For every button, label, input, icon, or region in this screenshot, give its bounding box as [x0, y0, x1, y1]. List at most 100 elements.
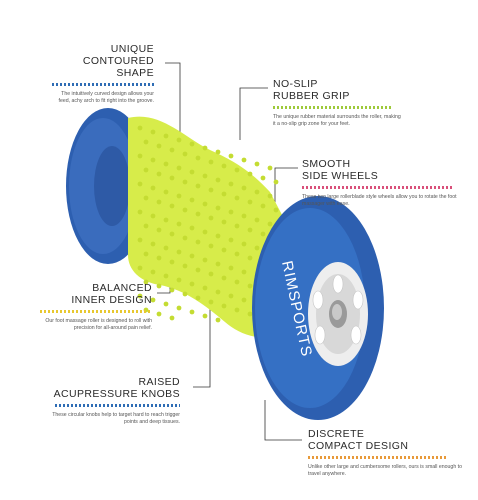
acupressure-knob: [189, 169, 195, 175]
acupressure-knob: [202, 313, 208, 319]
acupressure-knob: [254, 189, 260, 195]
feature-side-wheels: SMOOTH SIDE WHEELS These two large rolle…: [302, 158, 462, 208]
acupressure-knob: [208, 299, 214, 305]
acupressure-knob: [176, 193, 182, 199]
acupressure-knob: [143, 167, 149, 173]
feature-title-line2: RUBBER GRIP: [273, 90, 350, 102]
acupressure-knob: [169, 147, 175, 153]
acupressure-knob: [189, 225, 195, 231]
acupressure-knob: [267, 193, 273, 199]
feature-acupressure-knobs: RAISED ACUPRESSURE KNOBS These circular …: [40, 376, 180, 426]
leader-line-grip: [239, 87, 268, 140]
acupressure-knob: [267, 221, 273, 227]
acupressure-knob: [150, 297, 156, 303]
feature-contoured-shape: UNIQUE CONTOURED SHAPE The intuitively c…: [52, 43, 154, 105]
acupressure-knob: [260, 175, 266, 181]
acupressure-knob: [150, 185, 156, 191]
acupressure-knob: [215, 149, 221, 155]
feature-description: The intuitively curved design allows you…: [58, 91, 154, 104]
acupressure-knob: [228, 209, 234, 215]
acupressure-knob: [215, 177, 221, 183]
acupressure-knob: [182, 263, 188, 269]
acupressure-knob: [156, 311, 162, 317]
feature-title-line1: SMOOTH: [302, 158, 351, 170]
acupressure-knob: [163, 189, 169, 195]
acupressure-knob: [247, 283, 253, 289]
acupressure-knob: [228, 237, 234, 243]
acupressure-knob: [163, 133, 169, 139]
feature-description: Our foot massage roller is designed to r…: [45, 318, 152, 331]
acupressure-knob: [182, 291, 188, 297]
acupressure-knob: [247, 227, 253, 233]
acupressure-knob: [195, 295, 201, 301]
acupressure-knob: [143, 251, 149, 257]
acupressure-knob: [137, 153, 143, 159]
acupressure-knob: [137, 181, 143, 187]
acupressure-knob: [221, 303, 227, 309]
acupressure-knob: [202, 173, 208, 179]
acupressure-knob: [247, 311, 253, 317]
acupressure-knob: [189, 309, 195, 315]
feature-title-line1: UNIQUE: [110, 43, 154, 55]
acupressure-knob: [195, 211, 201, 217]
acupressure-knob: [208, 271, 214, 277]
acupressure-knob: [221, 163, 227, 169]
acupressure-knob: [150, 241, 156, 247]
feature-title-line1: BALANCED: [92, 282, 152, 294]
acupressure-knob: [163, 161, 169, 167]
acupressure-knob: [195, 239, 201, 245]
acupressure-knob: [156, 255, 162, 261]
acupressure-knob: [137, 265, 143, 271]
acupressure-knob: [189, 281, 195, 287]
acupressure-knob: [169, 315, 175, 321]
acupressure-knob: [234, 223, 240, 229]
feature-divider: [55, 404, 180, 407]
feature-inner-design: BALANCED INNER DESIGN Our foot massage r…: [40, 282, 152, 332]
acupressure-knob: [137, 125, 143, 131]
acupressure-knob: [215, 261, 221, 267]
acupressure-knob: [260, 203, 266, 209]
acupressure-knob: [169, 175, 175, 181]
feature-description: The unique rubber material surrounds the…: [273, 114, 401, 127]
acupressure-knob: [215, 233, 221, 239]
front-wheel: RIMSPORTS: [252, 196, 384, 420]
acupressure-knob: [260, 231, 266, 237]
acupressure-knob: [202, 201, 208, 207]
acupressure-knob: [215, 289, 221, 295]
feature-description: Unlike other large and cumbersome roller…: [308, 464, 462, 477]
acupressure-knob: [156, 143, 162, 149]
acupressure-knob: [208, 159, 214, 165]
acupressure-knob: [150, 129, 156, 135]
acupressure-knob: [241, 157, 247, 163]
acupressure-knob: [208, 215, 214, 221]
acupressure-knob: [195, 155, 201, 161]
feature-title-line1: RAISED: [138, 376, 180, 388]
acupressure-knob: [228, 293, 234, 299]
feature-title-line2: INNER DESIGN: [71, 294, 152, 306]
acupressure-knob: [241, 241, 247, 247]
acupressure-knob: [189, 197, 195, 203]
feature-title-line1: DISCRETE: [308, 428, 365, 440]
roller-core: [128, 116, 290, 338]
leader-line-compact: [264, 400, 302, 441]
acupressure-knob: [176, 221, 182, 227]
acupressure-knob: [202, 257, 208, 263]
acupressure-knob: [143, 139, 149, 145]
acupressure-knob: [208, 243, 214, 249]
acupressure-knob: [176, 249, 182, 255]
acupressure-knob: [221, 247, 227, 253]
acupressure-knob: [267, 165, 273, 171]
feature-title-line2: ACUPRESSURE KNOBS: [53, 388, 180, 400]
acupressure-knob: [234, 195, 240, 201]
acupressure-knob: [221, 219, 227, 225]
acupressure-knob: [150, 213, 156, 219]
acupressure-knob: [143, 223, 149, 229]
acupressure-knob: [195, 267, 201, 273]
feature-divider: [52, 83, 154, 86]
feature-divider: [273, 106, 393, 109]
acupressure-knob: [202, 145, 208, 151]
acupressure-knob: [273, 207, 279, 213]
feature-rubber-grip: NO-SLIP RUBBER GRIP The unique rubber ma…: [273, 78, 403, 128]
acupressure-knob: [143, 279, 149, 285]
